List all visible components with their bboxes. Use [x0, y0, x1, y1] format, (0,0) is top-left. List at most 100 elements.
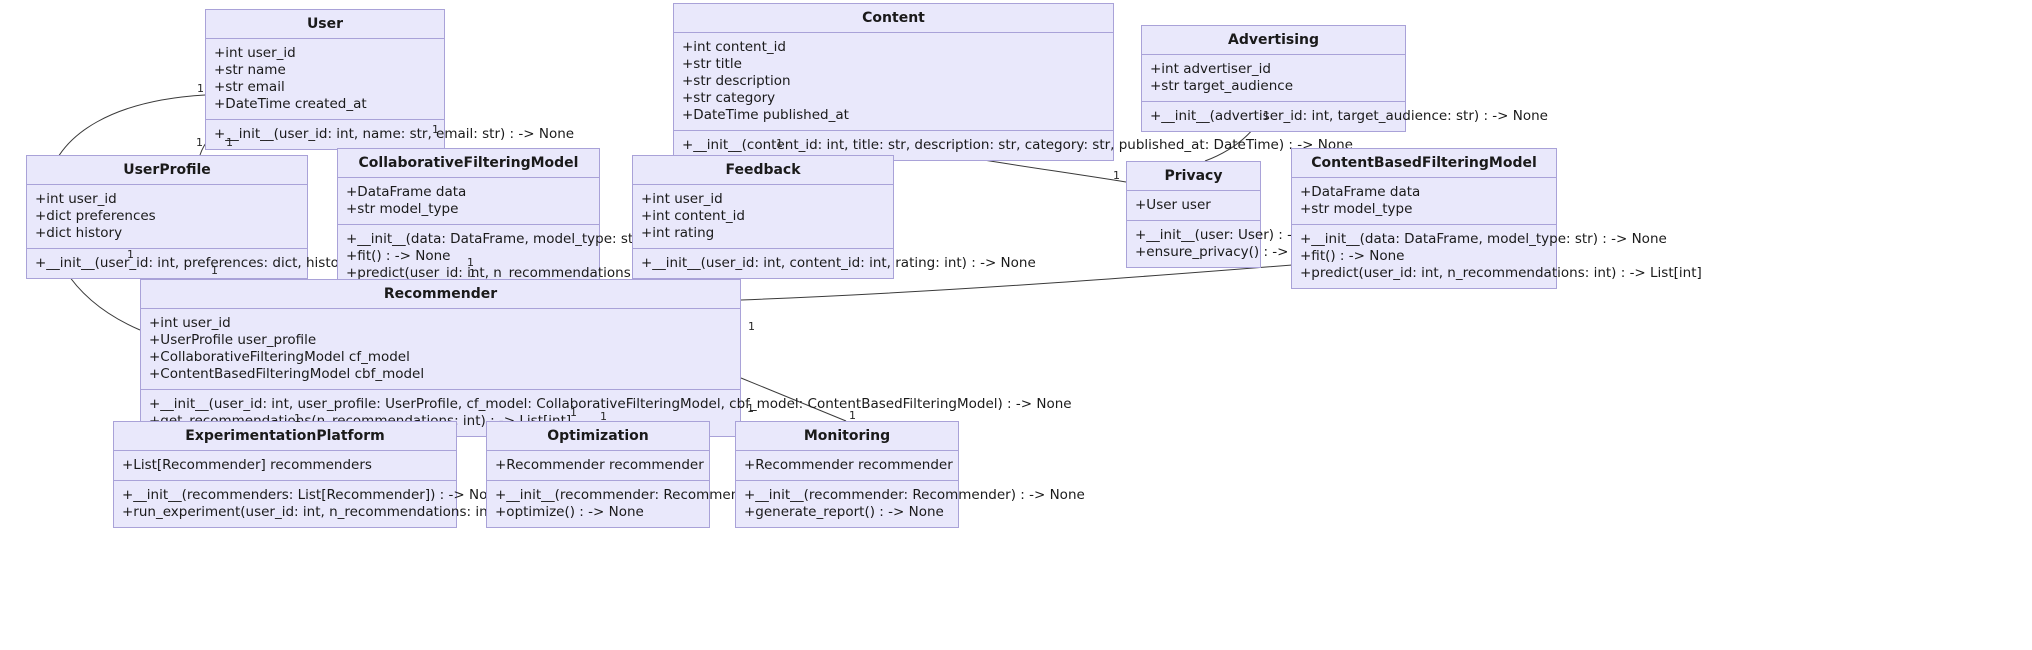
- methods-section: +__init__(recommender: Recommender) : ->…: [736, 480, 1085, 527]
- methods-section: +__init__(content_id: int, title: str, d…: [674, 130, 1353, 160]
- attributes-section: +User user: [1127, 191, 1260, 220]
- attributes-section: +int advertiser_id+str target_audience: [1142, 55, 1405, 101]
- uml-member-row: +__init__(data: DataFrame, model_type: s…: [346, 231, 713, 247]
- uml-class-recommender[interactable]: Recommender +int user_id+UserProfile use…: [140, 279, 1072, 437]
- uml-member-row: +__init__(user: User) : -> None: [1135, 227, 1343, 243]
- attributes-section: +List[Recommender] recommenders: [114, 451, 456, 480]
- uml-member-row: +predict(user_id: int, n_recommendations…: [1300, 265, 1702, 281]
- uml-member-row: +__init__(user_id: int, name: str, email…: [214, 126, 575, 142]
- uml-member-row: +__init__(recommender: Recommender) : ->…: [744, 487, 1085, 503]
- uml-member-row: +int user_id: [35, 191, 117, 207]
- uml-member-row: +int user_id: [641, 191, 723, 207]
- multiplicity-label: 1: [469, 267, 476, 280]
- attributes-section: +int content_id+str title+str descriptio…: [674, 33, 1113, 130]
- uml-member-row: +str name: [214, 62, 286, 78]
- multiplicity-label: 1: [776, 137, 783, 150]
- uml-member-row: +__init__(user_id: int, user_profile: Us…: [149, 396, 1072, 412]
- uml-member-row: +__init__(recommenders: List[Recommender…: [122, 487, 505, 503]
- uml-class-advertising[interactable]: Advertising +int advertiser_id+str targe…: [1141, 25, 1548, 132]
- uml-member-row: +int user_id: [149, 315, 231, 331]
- class-title: Content: [674, 4, 1113, 33]
- class-title: Monitoring: [736, 422, 958, 451]
- multiplicity-label: 1: [197, 82, 204, 95]
- uml-class-userprofile[interactable]: UserProfile +int user_id+dict preference…: [26, 155, 459, 279]
- uml-member-row: +DateTime published_at: [682, 107, 849, 123]
- uml-member-row: +str model_type: [346, 201, 459, 217]
- uml-member-row: +generate_report() : -> None: [744, 504, 944, 520]
- attributes-section: +DataFrame data+str model_type: [1292, 178, 1556, 224]
- uml-member-row: +DataFrame data: [346, 184, 467, 200]
- uml-member-row: +int advertiser_id: [1150, 61, 1271, 77]
- uml-class-optimization[interactable]: Optimization +Recommender recommender +_…: [486, 421, 836, 528]
- multiplicity-label: 1: [747, 402, 754, 415]
- uml-member-row: +str target_audience: [1150, 78, 1294, 94]
- uml-member-row: +str title: [682, 56, 742, 72]
- uml-member-row: +optimize() : -> None: [495, 504, 644, 520]
- multiplicity-label: 1: [600, 410, 607, 423]
- class-title: User: [206, 10, 444, 39]
- uml-class-contentbasedfilteringmodel[interactable]: ContentBasedFilteringModel +DataFrame da…: [1291, 148, 1702, 289]
- class-title: Privacy: [1127, 162, 1260, 191]
- class-title: Optimization: [487, 422, 709, 451]
- multiplicity-label: 1: [432, 123, 439, 136]
- uml-class-collaborativefilteringmodel[interactable]: CollaborativeFilteringModel +DataFrame d…: [337, 148, 748, 289]
- uml-member-row: +User user: [1135, 197, 1211, 213]
- class-title: ExperimentationPlatform: [114, 422, 456, 451]
- methods-section: +__init__(recommender: Recommender) : ->…: [487, 480, 836, 527]
- uml-class-privacy[interactable]: Privacy +User user +__init__(user: User)…: [1126, 161, 1343, 268]
- methods-section: +__init__(user_id: int, preferences: dic…: [27, 248, 459, 278]
- uml-class-content[interactable]: Content +int content_id+str title+str de…: [673, 3, 1353, 161]
- uml-member-row: +int rating: [641, 225, 715, 241]
- attributes-section: +int user_id+dict preferences+dict histo…: [27, 185, 307, 248]
- attributes-section: +Recommender recommender: [487, 451, 709, 480]
- class-title: Advertising: [1142, 26, 1405, 55]
- uml-member-row: +ContentBasedFilteringModel cbf_model: [149, 366, 425, 382]
- uml-member-row: +int content_id: [682, 39, 786, 55]
- uml-member-row: +str model_type: [1300, 201, 1413, 217]
- multiplicity-label: 1: [570, 406, 577, 419]
- uml-class-user[interactable]: User +int user_id+str name+str email+Dat…: [205, 9, 575, 150]
- class-title: CollaborativeFilteringModel: [338, 149, 599, 178]
- class-title: Recommender: [141, 280, 740, 309]
- methods-section: +__init__(recommenders: List[Recommender…: [114, 480, 648, 527]
- multiplicity-label: 1: [748, 320, 755, 333]
- attributes-section: +DataFrame data+str model_type: [338, 178, 599, 224]
- uml-member-row: +DateTime created_at: [214, 96, 367, 112]
- methods-section: +__init__(data: DataFrame, model_type: s…: [1292, 224, 1702, 288]
- attributes-section: +Recommender recommender: [736, 451, 958, 480]
- uml-member-row: +fit() : -> None: [1300, 248, 1405, 264]
- uml-member-row: +str email: [214, 79, 285, 95]
- class-title: Feedback: [633, 156, 893, 185]
- uml-member-row: +Recommender recommender: [744, 457, 953, 473]
- uml-member-row: +__init__(advertiser_id: int, target_aud…: [1150, 108, 1548, 124]
- uml-member-row: +run_experiment(user_id: int, n_recommen…: [122, 504, 648, 520]
- attributes-section: +int user_id+int content_id+int rating: [633, 185, 893, 248]
- methods-section: +__init__(user: User) : -> None+ensure_p…: [1127, 220, 1343, 267]
- multiplicity-label: 1: [1263, 109, 1270, 122]
- class-title: ContentBasedFilteringModel: [1292, 149, 1556, 178]
- multiplicity-label: 1: [467, 256, 474, 269]
- methods-section: +__init__(user_id: int, content_id: int,…: [633, 248, 1036, 278]
- uml-member-row: +Recommender recommender: [495, 457, 704, 473]
- multiplicity-label: 1: [196, 136, 203, 149]
- uml-member-row: +__init__(user_id: int, content_id: int,…: [641, 255, 1036, 271]
- uml-member-row: +fit() : -> None: [346, 248, 451, 264]
- uml-member-row: +DataFrame data: [1300, 184, 1421, 200]
- multiplicity-label: 1: [294, 412, 301, 425]
- attributes-section: +int user_id+str name+str email+DateTime…: [206, 39, 444, 119]
- uml-member-row: +int content_id: [641, 208, 745, 224]
- uml-member-row: +dict history: [35, 225, 123, 241]
- uml-member-row: +str description: [682, 73, 791, 89]
- uml-class-monitoring[interactable]: Monitoring +Recommender recommender +__i…: [735, 421, 1085, 528]
- uml-member-row: +CollaborativeFilteringModel cf_model: [149, 349, 410, 365]
- class-title: UserProfile: [27, 156, 307, 185]
- uml-class-experimentationplatform[interactable]: ExperimentationPlatform +List[Recommende…: [113, 421, 648, 528]
- uml-member-row: +str category: [682, 90, 776, 106]
- uml-member-row: +__init__(data: DataFrame, model_type: s…: [1300, 231, 1667, 247]
- multiplicity-label: 1: [1113, 169, 1120, 182]
- uml-member-row: +List[Recommender] recommenders: [122, 457, 372, 473]
- uml-member-row: +__init__(content_id: int, title: str, d…: [682, 137, 1353, 153]
- uml-class-feedback[interactable]: Feedback +int user_id+int content_id+int…: [632, 155, 1036, 279]
- uml-member-row: +dict preferences: [35, 208, 156, 224]
